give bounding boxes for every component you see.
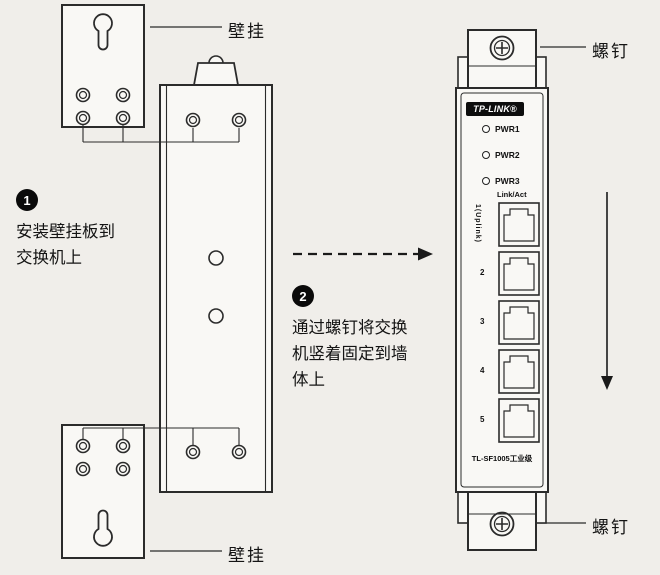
rj45-port-1 [498, 202, 540, 247]
switch-front-view [455, 87, 549, 493]
step-1-text-line-1: 安装壁挂板到 [16, 223, 115, 241]
screw-hole-icon [75, 87, 131, 126]
switch-side-body [159, 84, 273, 493]
front-panel-inner-frame [460, 92, 544, 488]
bracket-plate [61, 424, 145, 559]
callout-screw-bottom: 螺钉 [592, 518, 630, 537]
arrowhead [601, 376, 613, 390]
screw-icon [489, 35, 515, 61]
step-1: 1 安装壁挂板到 交换机上 [16, 189, 115, 271]
screw-hole-icon [185, 112, 247, 460]
rj45-port-2 [498, 251, 540, 296]
step-2-text-line-2: 机竖着固定到墙 [292, 345, 408, 363]
mount-plate-bottom [457, 491, 547, 551]
port-label-3: 3 [480, 317, 485, 326]
step-2: 2 通过螺钉将交换 机竖着固定到墙 体上 [292, 285, 408, 393]
callout-wall-mount-bottom: 壁挂 [228, 546, 266, 565]
model-label: TL-SF1005工业级 [471, 454, 533, 463]
keyhole-icon [93, 509, 113, 547]
arrowhead [418, 247, 433, 261]
link-act-label: Link/Act [497, 190, 527, 199]
side-vent-hole [208, 250, 224, 324]
step-2-number-badge: 2 [292, 285, 314, 307]
led-row-pwr1: PWR1 [482, 124, 520, 134]
callout-wall-mount-top: 壁挂 [228, 22, 266, 41]
mount-plate-top [457, 29, 547, 89]
led-row-pwr3: PWR3 [482, 176, 520, 186]
led-indicator-icon [482, 177, 490, 185]
down-direction-arrow [601, 192, 613, 390]
led-label-pwr2: PWR2 [495, 150, 520, 160]
dashed-transition-arrow [293, 247, 433, 261]
callout-screw-top: 螺钉 [592, 42, 630, 61]
step-2-text-line-1: 通过螺钉将交换 [292, 319, 408, 337]
step-1-number-badge: 1 [16, 189, 38, 211]
screw-hole-icon [75, 438, 131, 477]
port-label-2: 2 [480, 268, 485, 277]
led-indicator-icon [482, 125, 490, 133]
rj45-port-4 [498, 349, 540, 394]
switch-side-view [159, 55, 273, 493]
led-indicator-icon [482, 151, 490, 159]
din-clip-tab [192, 62, 240, 86]
alignment-lines-bottom [82, 427, 240, 445]
port-label-4: 4 [480, 366, 485, 375]
screw-icon [489, 511, 515, 537]
rj45-port-5 [498, 398, 540, 443]
led-label-pwr3: PWR3 [495, 176, 520, 186]
wall-bracket-bottom [61, 424, 145, 559]
rj45-port-3 [498, 300, 540, 345]
port-label-1-uplink: 1(Uplink) [474, 204, 481, 243]
din-clip-dome [208, 55, 224, 64]
brand-logo: TP-LINK® [466, 102, 524, 116]
step-2-text-line-3: 体上 [292, 371, 325, 389]
bracket-plate [61, 4, 145, 128]
led-row-pwr2: PWR2 [482, 150, 520, 160]
wall-bracket-top [61, 4, 145, 128]
step-1-text-line-2: 交换机上 [16, 249, 82, 267]
led-label-pwr1: PWR1 [495, 124, 520, 134]
keyhole-icon [93, 13, 113, 51]
alignment-lines-top [82, 124, 240, 143]
port-label-5: 5 [480, 415, 485, 424]
